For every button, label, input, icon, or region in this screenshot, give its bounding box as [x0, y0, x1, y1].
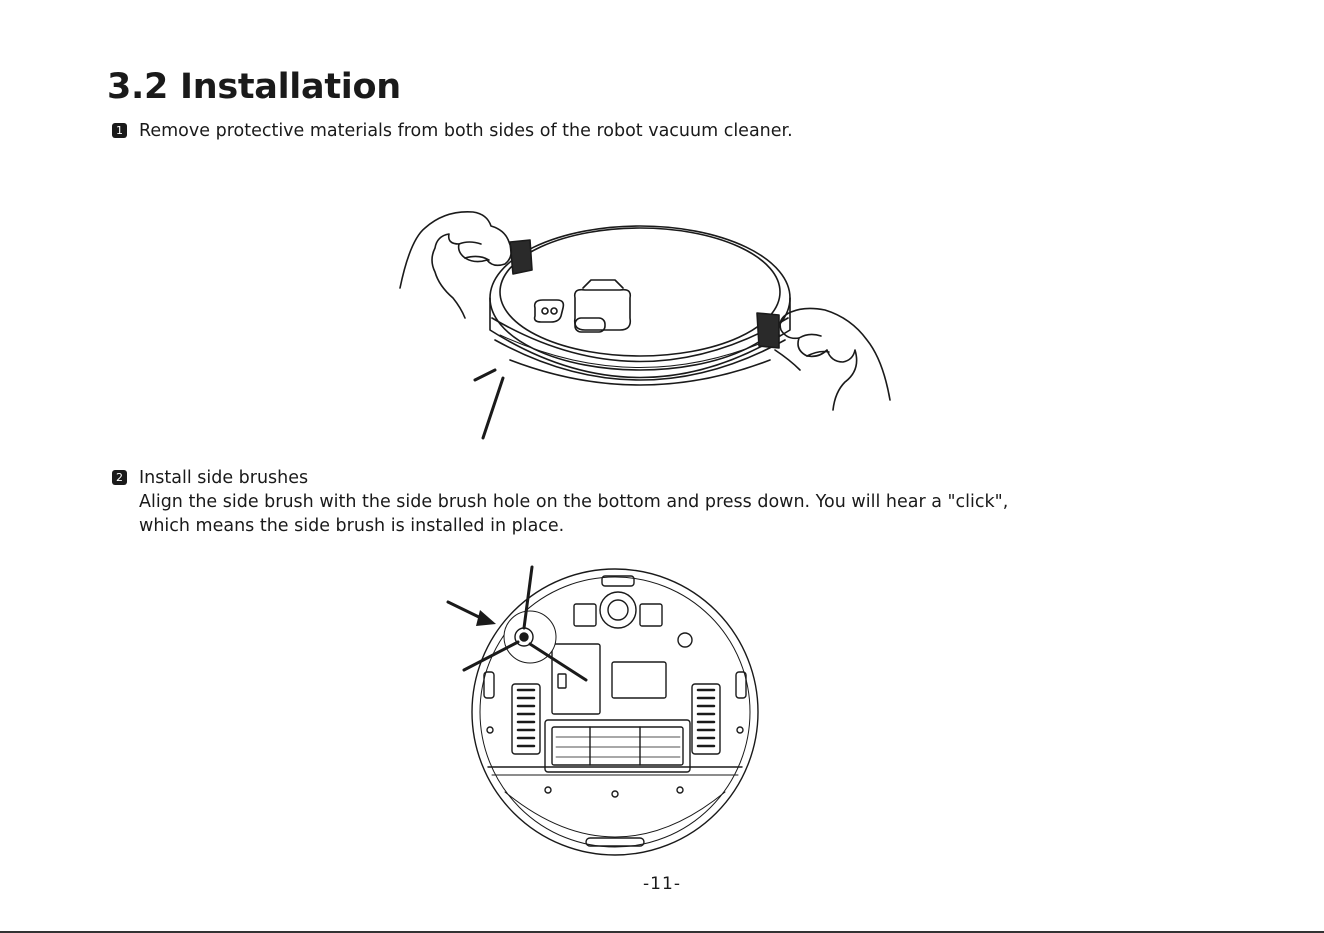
step-2: 2 Install side brushes Align the side br…	[112, 466, 1008, 538]
step-2-text: Install side brushes Align the side brus…	[139, 466, 1008, 538]
protective-material-right	[757, 313, 779, 348]
left-wheel	[512, 684, 540, 754]
cliff-sensor	[640, 604, 662, 626]
bin-label-area	[612, 662, 666, 698]
robot-bottom-shell	[472, 569, 758, 855]
charging-contact	[586, 838, 644, 846]
robot-top-surface	[500, 228, 780, 356]
robot-top-illustration	[395, 200, 905, 445]
step-number-badge: 1	[112, 123, 127, 138]
main-brush-frame	[545, 720, 690, 772]
step-1: 1 Remove protective materials from both …	[112, 119, 793, 143]
right-hand	[780, 308, 890, 410]
side-brush-arm	[464, 642, 518, 670]
cliff-sensor	[574, 604, 596, 626]
step-1-text: Remove protective materials from both si…	[139, 119, 793, 143]
control-button	[535, 300, 564, 322]
side-brush-cover	[552, 644, 600, 714]
right-wheel	[692, 684, 720, 754]
protective-material-left	[510, 240, 532, 274]
caster-wheel	[600, 592, 636, 628]
step-2-line: Align the side brush with the side brush…	[139, 490, 1008, 514]
page-title: 3.2 Installation	[107, 64, 401, 110]
page-number: -11-	[0, 874, 1324, 894]
left-hand	[400, 212, 511, 318]
side-brush-bristle	[475, 370, 495, 380]
step-1-line: Remove protective materials from both si…	[139, 119, 793, 143]
step-2-line: which means the side brush is installed …	[139, 514, 1008, 538]
robot-outer-rim	[490, 226, 790, 370]
robot-bottom-illustration	[440, 562, 770, 862]
lidar-turret	[575, 290, 631, 330]
step-2-heading: Install side brushes	[139, 466, 1008, 490]
step-number-badge: 2	[112, 470, 127, 485]
side-brush-bristle	[483, 378, 503, 438]
